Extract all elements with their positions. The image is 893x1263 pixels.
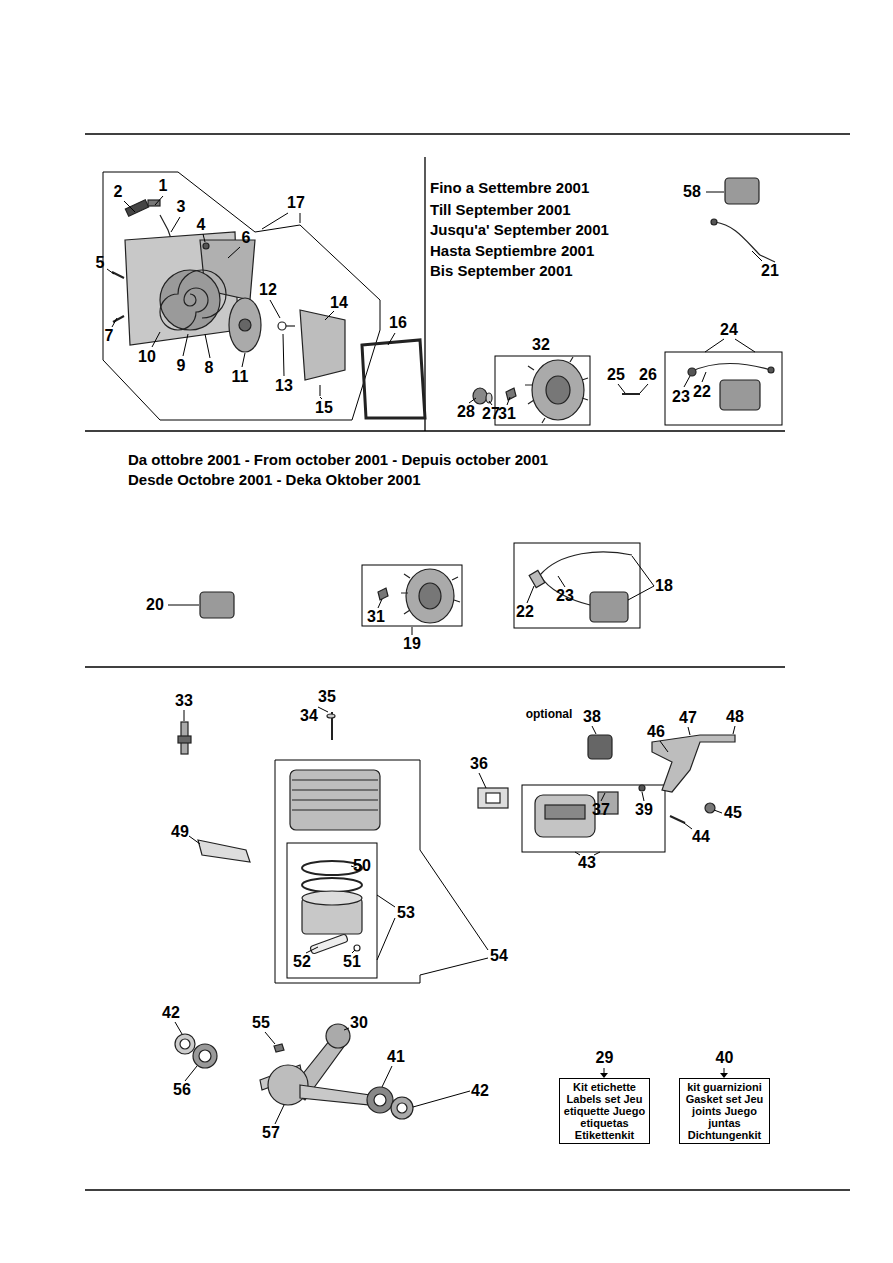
callout-number: 39 (635, 801, 653, 819)
callout-number: 45 (724, 804, 742, 822)
callout-number: 18 (655, 577, 673, 595)
callout-number: 34 (300, 707, 318, 725)
callout-number: 15 (315, 399, 333, 417)
callout-number: 43 (578, 854, 596, 872)
callout-number: 57 (262, 1124, 280, 1142)
callout-number: 21 (761, 262, 779, 280)
callout-number: 54 (490, 947, 508, 965)
callout-number: 58 (683, 183, 701, 201)
callout-number: 5 (96, 254, 105, 272)
callout-number: 33 (175, 692, 193, 710)
callout-number: 30 (350, 1014, 368, 1032)
date-note: Fino a Settembre 2001 (430, 179, 589, 197)
callout-number: 42 (471, 1082, 489, 1100)
callout-number: 31 (367, 608, 385, 626)
callout-number: 22 (516, 603, 534, 621)
callout-number: 29 (560, 1049, 649, 1067)
callout-number: 2 (114, 183, 123, 201)
callout-number: 4 (197, 216, 206, 234)
callout-number: 22 (693, 383, 711, 401)
date-note: Hasta Septiembre 2001 (430, 242, 594, 260)
note-text: optional (526, 707, 573, 721)
callout-number: 23 (672, 388, 690, 406)
callout-number: 23 (556, 587, 574, 605)
callout-number: 49 (171, 823, 189, 841)
callout-number: 26 (639, 366, 657, 384)
callout-number: 42 (162, 1004, 180, 1022)
kit-text: Kit etichette Labels set Jeu etiquette J… (562, 1081, 647, 1141)
callout-number: 28 (457, 403, 475, 421)
callout-number: 37 (592, 801, 610, 819)
callout-number: 40 (680, 1049, 769, 1067)
callout-number: 51 (343, 953, 361, 971)
callout-number: 8 (205, 359, 214, 377)
callout-number: 10 (138, 348, 156, 366)
kit-box: 40kit guarnizioni Gasket set Jeu joints … (679, 1078, 770, 1144)
kit-text: kit guarnizioni Gasket set Jeu joints Ju… (682, 1081, 767, 1141)
callout-number: 16 (389, 314, 407, 332)
callout-number: 20 (146, 596, 164, 614)
callout-number: 3 (177, 198, 186, 216)
callout-number: 44 (692, 828, 710, 846)
callout-number: 41 (387, 1048, 405, 1066)
callout-number: 31 (498, 405, 516, 423)
callout-number: 9 (177, 357, 186, 375)
date-note: Bis September 2001 (430, 262, 573, 280)
date-note: Till September 2001 (430, 201, 571, 219)
callout-number: 7 (105, 327, 114, 345)
callout-number: 6 (242, 229, 251, 247)
callout-number: 50 (353, 857, 371, 875)
callout-number: 36 (470, 755, 488, 773)
callout-number: 55 (252, 1014, 270, 1032)
callout-number: 19 (403, 635, 421, 653)
callout-number: 1 (159, 177, 168, 195)
callout-number: 53 (397, 904, 415, 922)
callout-number: 52 (293, 953, 311, 971)
date-note: Jusqu'a' September 2001 (430, 221, 609, 239)
callout-number: 38 (583, 708, 601, 726)
callout-number: 47 (679, 709, 697, 727)
date-note: Desde Octobre 2001 - Deka Oktober 2001 (128, 471, 421, 489)
callout-number: 13 (275, 377, 293, 395)
callout-number: 48 (726, 708, 744, 726)
callout-number: 12 (259, 281, 277, 299)
callout-number: 46 (647, 723, 665, 741)
callout-number: 17 (287, 194, 305, 212)
date-note: Da ottobre 2001 - From october 2001 - De… (128, 451, 548, 469)
callout-number: 32 (532, 336, 550, 354)
callout-number: 56 (173, 1081, 191, 1099)
callout-number: 35 (318, 688, 336, 706)
callout-number: 14 (330, 294, 348, 312)
callout-number: 24 (720, 321, 738, 339)
callout-number: 25 (607, 366, 625, 384)
kit-box: 29Kit etichette Labels set Jeu etiquette… (559, 1078, 650, 1144)
callout-number: 27 (482, 405, 500, 423)
callout-number: 11 (232, 368, 249, 386)
